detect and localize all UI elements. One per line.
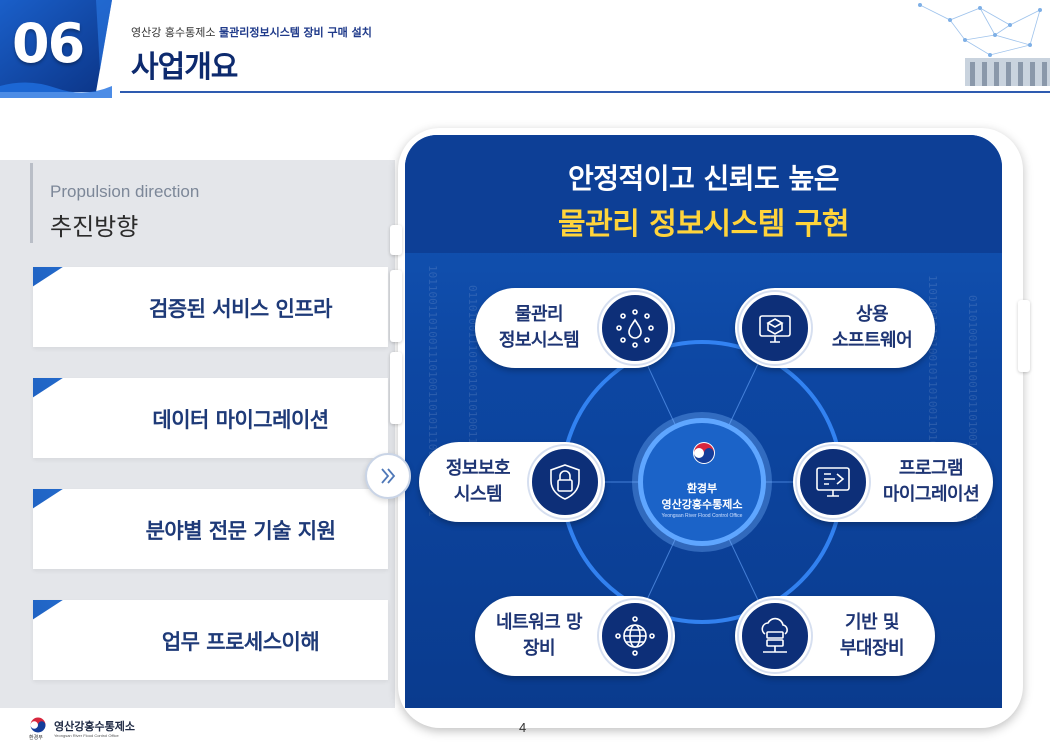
direction-card-04: Direction 04 업무 프로세스이해	[33, 600, 388, 680]
direction-card-03: Direction 03 분야별 전문 기술 지원	[33, 489, 388, 569]
dam-network-illustration	[918, 3, 1050, 86]
title-divider	[120, 91, 1050, 93]
section-number: 06	[12, 12, 85, 75]
node-security-system: 정보보호 시스템	[419, 442, 605, 522]
next-arrow-button[interactable]	[365, 453, 411, 499]
node-label: 기반 및 부대장비	[839, 612, 905, 659]
water-network-icon	[599, 292, 671, 364]
breadcrumb-project: 물관리정보시스템	[218, 26, 300, 39]
node-network-equipment: 네트워크 망 장비	[475, 596, 675, 676]
slide-header: 06 영산강 홍수통제소 물관리정보시스템 장비 구매 설치 사업개요	[0, 0, 1050, 100]
center-organization: 환경부 영산강홍수통제소 Yeongsan River Flood Contro…	[638, 418, 766, 546]
direction-text: 데이터 마이그레이션	[152, 408, 329, 432]
footer-ministry: 환경부	[29, 735, 43, 741]
breadcrumb-suffix: 장비 구매 설치	[303, 26, 372, 39]
page-title: 사업개요	[131, 50, 238, 85]
direction-heading-ko: 추진방향	[50, 213, 139, 241]
node-water-system: 물관리 정보시스템	[475, 288, 675, 368]
direction-card-02: Direction 02 데이터 마이그레이션	[33, 378, 388, 458]
direction-text: 업무 프로세스이해	[161, 630, 320, 654]
node-label: 프로그램 마이그레이션	[882, 458, 980, 505]
node-label: 정보보호 시스템	[445, 458, 511, 505]
phone-side-button	[1018, 300, 1030, 372]
center-ministry: 환경부	[686, 482, 718, 495]
page-number: 4	[519, 720, 527, 735]
footer-emblem-icon	[30, 717, 46, 733]
headline-line1: 안정적이고 신뢰도 높은	[567, 162, 840, 195]
node-label: 물관리 정보시스템	[498, 304, 580, 351]
node-infrastructure-equipment: 기반 및 부대장비	[735, 596, 935, 676]
direction-card-01: Direction 01 검증된 서비스 인프라	[33, 267, 388, 347]
node-commercial-software: 상용 소프트웨어	[735, 288, 935, 368]
headline-line2: 물관리 정보시스템 구현	[558, 207, 849, 242]
direction-text: 검증된 서비스 인프라	[148, 297, 333, 321]
node-label: 상용 소프트웨어	[831, 304, 913, 351]
section-badge	[0, 0, 112, 98]
direction-heading-en: Propulsion direction	[50, 182, 200, 201]
system-diagram: 물관리 정보시스템 상용 소프트웨어 정보보호 시스템	[405, 253, 1002, 708]
direction-text: 분야별 전문 기술 지원	[145, 519, 336, 543]
footer-organization: 영산강홍수통제소	[54, 720, 135, 733]
footer-organization-en: Yeongsan River Flood Control Office	[54, 733, 119, 738]
software-monitor-icon	[739, 292, 811, 364]
double-chevron-right-icon	[381, 468, 396, 484]
globe-network-icon	[599, 600, 671, 672]
ministry-emblem-icon	[693, 442, 715, 464]
cloud-server-icon	[739, 600, 811, 672]
phone-side-button	[390, 270, 402, 342]
center-office: 영산강홍수통제소	[661, 498, 743, 511]
node-label: 네트워크 망 장비	[495, 612, 583, 659]
breadcrumb-prefix: 영산강 홍수통제소	[131, 26, 216, 39]
center-office-en: Yeongsan River Flood Control Office	[661, 513, 743, 519]
program-migration-icon	[797, 446, 869, 518]
phone-side-button	[390, 352, 402, 424]
phone-side-button	[390, 225, 402, 255]
breadcrumb: 영산강 홍수통제소 물관리정보시스템 장비 구매 설치	[131, 24, 372, 40]
shield-lock-icon	[529, 446, 601, 518]
heading-accent-bar	[30, 163, 33, 243]
headline-band: 안정적이고 신뢰도 높은 물관리 정보시스템 구현	[405, 135, 1002, 253]
node-program-migration: 프로그램 마이그레이션	[793, 442, 993, 522]
